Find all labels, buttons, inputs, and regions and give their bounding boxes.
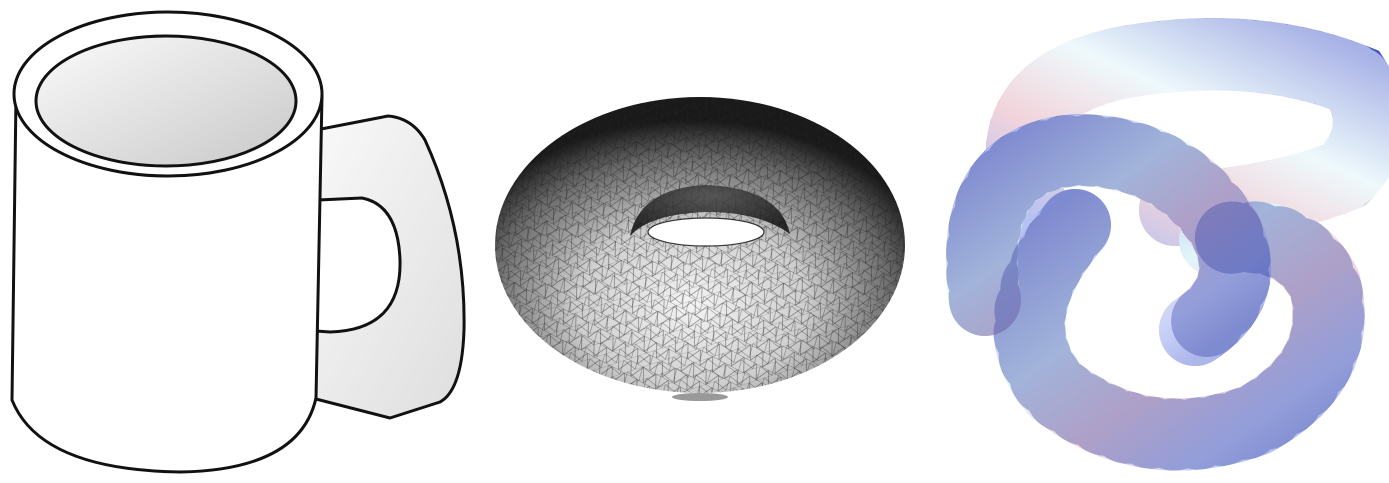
mug-drawing bbox=[0, 0, 480, 483]
torus-hole bbox=[648, 218, 764, 246]
mug-rim-inner bbox=[36, 36, 296, 166]
torus-panel bbox=[490, 0, 930, 483]
knot-drawing bbox=[925, 0, 1389, 483]
knot-panel bbox=[925, 0, 1389, 483]
mug-panel bbox=[0, 0, 480, 483]
torus-drawing bbox=[490, 0, 930, 483]
mug-handle bbox=[300, 116, 464, 418]
